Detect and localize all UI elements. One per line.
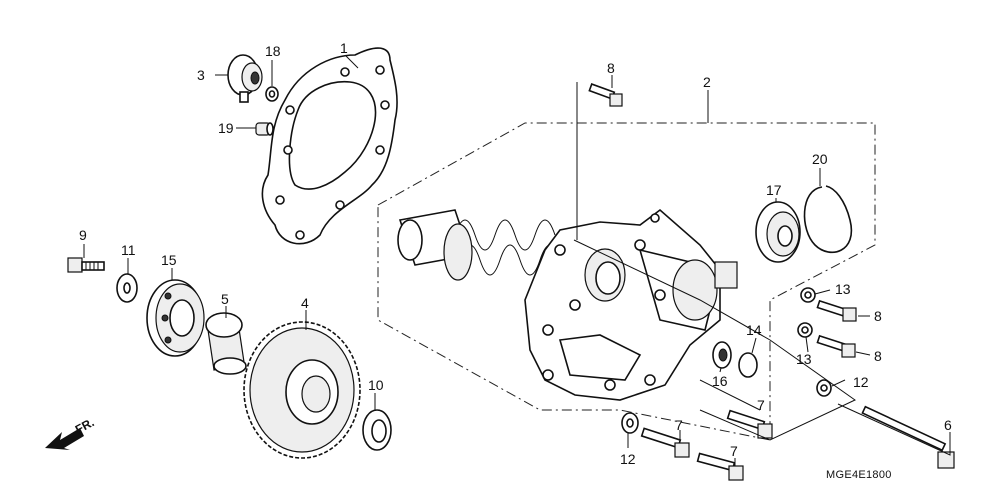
callout-12-right: 12 [853, 374, 869, 390]
front-direction-arrow-icon [45, 428, 84, 450]
collar-part[interactable] [205, 312, 247, 375]
callout-6: 6 [944, 417, 952, 433]
callout-4: 4 [301, 295, 309, 311]
callout-15: 15 [161, 252, 177, 268]
callout-8-top: 8 [607, 60, 615, 76]
callout-19: 19 [218, 120, 234, 136]
callout-16: 16 [712, 373, 728, 389]
callout-5: 5 [221, 291, 229, 307]
callout-8-upper: 8 [874, 308, 882, 324]
callout-13-upper: 13 [835, 281, 851, 297]
callout-3: 3 [197, 67, 205, 83]
bolt-8-top[interactable] [588, 83, 623, 107]
callout-12-bottom: 12 [620, 451, 636, 467]
dowel-pin-part[interactable] [255, 122, 274, 136]
thrust-washer-part[interactable] [362, 409, 392, 451]
snap-ring-part[interactable] [738, 352, 758, 378]
bolt-7-a[interactable] [726, 409, 773, 439]
washer-12-bottom[interactable] [621, 412, 639, 434]
bearing-part[interactable] [146, 279, 205, 357]
circlip-part[interactable] [803, 185, 853, 254]
callout-10: 10 [368, 377, 384, 393]
sealing-washer-upper[interactable] [800, 287, 816, 303]
callout-8-lower: 8 [874, 348, 882, 364]
seal-cap-part[interactable] [227, 54, 263, 103]
callout-2: 2 [703, 74, 711, 90]
callout-20: 20 [812, 151, 828, 167]
washer-part[interactable] [116, 273, 138, 303]
callout-1: 1 [340, 40, 348, 56]
diagram-code: MGE4E1800 [826, 469, 892, 481]
callout-7-a: 7 [757, 397, 765, 413]
bolt-7-b[interactable] [640, 427, 690, 458]
callout-14: 14 [746, 322, 762, 338]
gear-part[interactable] [243, 321, 361, 459]
callout-17: 17 [766, 182, 782, 198]
callout-7-b: 7 [675, 417, 683, 433]
bolt-8-right-upper[interactable] [816, 299, 857, 322]
leader-lines [83, 55, 951, 466]
callout-9: 9 [79, 227, 87, 243]
assembly-outline-2 [377, 122, 876, 441]
callout-18: 18 [265, 43, 281, 59]
bolt-8-right-lower[interactable] [816, 334, 856, 358]
washer-12-right[interactable] [816, 379, 832, 397]
o-ring-part[interactable] [265, 86, 279, 102]
oil-seal-part[interactable] [712, 341, 732, 369]
callout-11: 11 [121, 242, 136, 258]
long-bolt-part[interactable] [861, 405, 955, 469]
callout-7-c: 7 [730, 443, 738, 459]
callout-13-lower: 13 [796, 351, 812, 367]
drive-housing-assembly[interactable] [397, 208, 738, 401]
bolt-7-c[interactable] [696, 452, 744, 481]
sealing-washer-lower[interactable] [797, 322, 813, 338]
bearing-seal-part[interactable] [755, 201, 801, 263]
flange-bolt-part[interactable] [67, 257, 105, 273]
gasket-part[interactable] [261, 47, 398, 245]
